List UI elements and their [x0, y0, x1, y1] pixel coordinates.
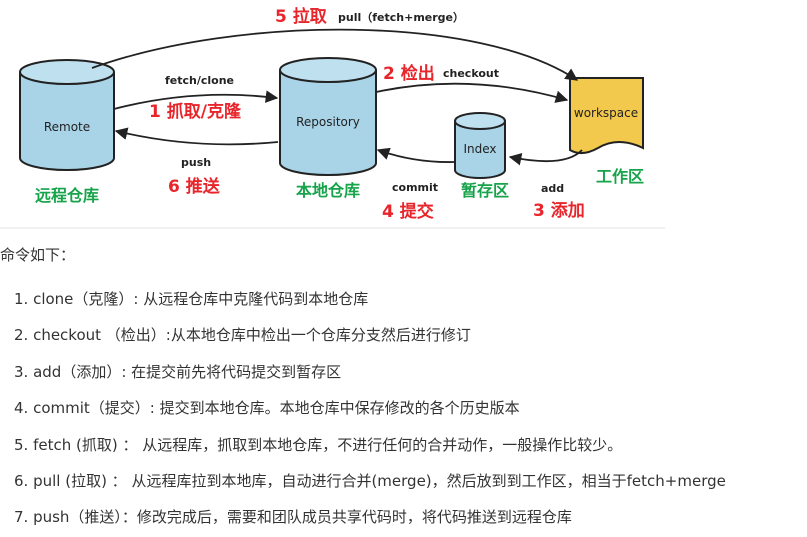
fetch-step: 1 抓取/克隆	[149, 101, 242, 122]
checkout-arrow	[375, 82, 569, 103]
list-item: 6. pull (拉取) ： 从远程库拉到本地库，自动进行合并(merge)，然…	[14, 471, 726, 490]
index-label: Index	[463, 142, 496, 156]
add-step: 3 添加	[533, 200, 585, 221]
workspace-label: workspace	[574, 106, 638, 120]
remote-label: Remote	[44, 120, 90, 134]
fetch-arrow	[113, 90, 279, 110]
list-item: 3. add（添加）: 在提交前先将代码提交到暂存区	[14, 362, 342, 381]
pull-step: 5 拉取	[275, 6, 327, 27]
commit-label: commit	[392, 181, 438, 194]
index-cylinder: Index	[454, 112, 506, 179]
repository-caption: 本地仓库	[296, 181, 360, 200]
remote-caption: 远程仓库	[35, 186, 99, 205]
fetch-label: fetch/clone	[165, 74, 234, 87]
checkout-step: 2 检出	[383, 63, 435, 84]
repository-cylinder: Repository	[279, 57, 377, 176]
list-item: 7. push（推送）：修改完成后，需要和团队成员共享代码时，将代码推送到远程仓…	[14, 508, 572, 527]
checkout-label: checkout	[443, 67, 499, 80]
list-item: 4. commit（提交）: 提交到本地仓库。本地仓库中保存修改的各个历史版本	[14, 399, 520, 418]
git-workflow-diagram: Remote 远程仓库 Repository 本地仓库 Index 暂存区 wo…	[0, 6, 665, 229]
remote-cylinder: Remote	[19, 59, 115, 171]
repository-label: Repository	[296, 115, 360, 129]
command-list: 1. clone（克隆）: 从远程仓库中克隆代码到本地仓库 2. checkou…	[14, 281, 726, 536]
pull-arrow	[91, 28, 579, 81]
add-arrow	[508, 149, 583, 166]
pull-label: pull（fetch+merge）	[338, 11, 464, 24]
commit-arrow	[376, 147, 455, 163]
intro-text: 命令如下：	[0, 246, 76, 264]
workspace-caption: 工作区	[596, 167, 644, 186]
index-caption: 暂存区	[461, 181, 509, 200]
push-label: push	[181, 156, 211, 169]
push-step: 6 推送	[168, 176, 221, 197]
add-label: add	[541, 182, 564, 195]
list-item: 5. fetch (抓取) ： 从远程库，抓取到本地仓库，不进行任何的合并动作，…	[14, 435, 623, 454]
commit-step: 4 提交	[382, 201, 434, 222]
list-item: 2. checkout （检出）:从本地仓库中检出一个仓库分支然后进行修订	[14, 326, 471, 345]
list-item: 1. clone（克隆）: 从远程仓库中克隆代码到本地仓库	[14, 290, 369, 308]
workspace-shape: workspace	[569, 77, 644, 154]
push-arrow	[114, 127, 279, 146]
